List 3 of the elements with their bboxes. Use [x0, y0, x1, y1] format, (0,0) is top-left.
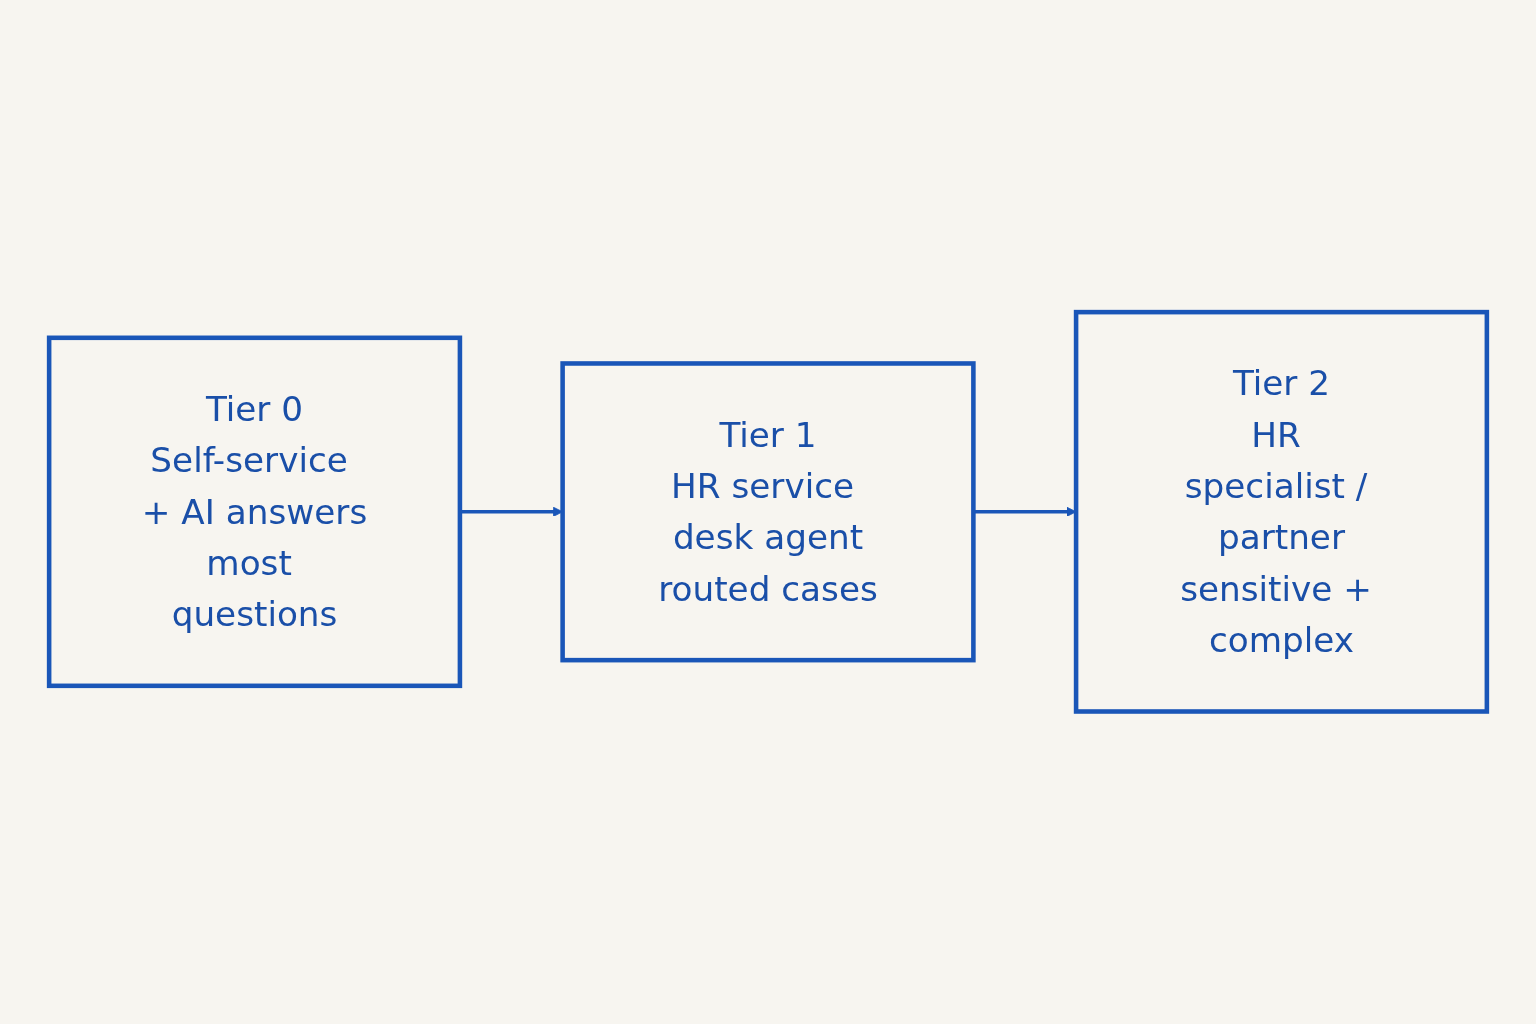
node-box: Tier 0 Self-service + AI answers most questions — [46, 335, 463, 689]
node-box: Tier 2 HR specialist / partner sensitive + complex — [1073, 310, 1490, 714]
node-box: Tier 1 HR service desk agent routed cases — [560, 361, 976, 663]
